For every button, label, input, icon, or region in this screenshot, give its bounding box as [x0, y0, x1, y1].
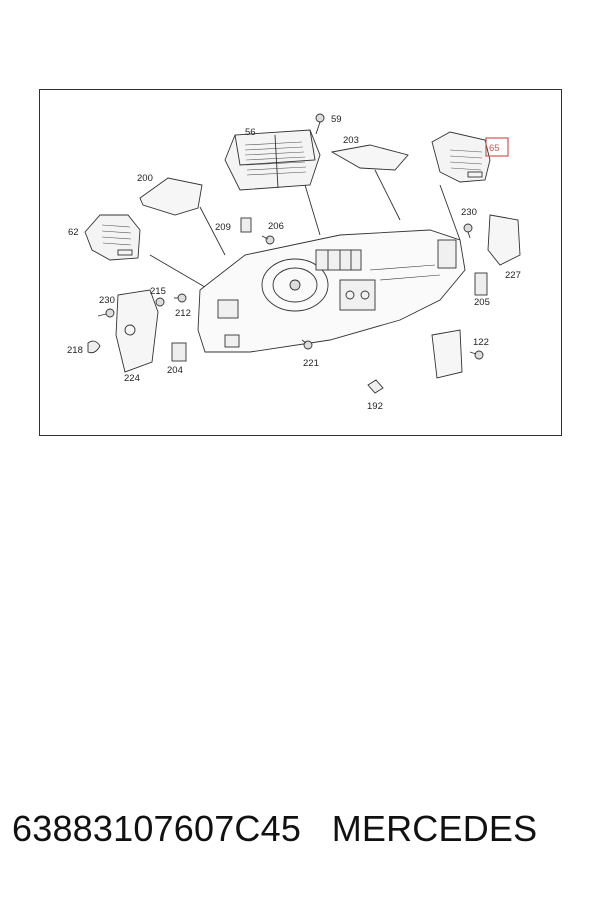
brand-name: MERCEDES	[331, 808, 538, 849]
bracket-227	[487, 214, 521, 266]
label-203: 203	[343, 135, 359, 146]
label-205: 205	[474, 297, 490, 308]
highlight-box-65	[485, 137, 509, 157]
leader-56b	[304, 184, 321, 236]
label-192: 192	[367, 401, 383, 412]
label-221: 221	[303, 358, 319, 369]
screw-221	[301, 339, 313, 350]
left-vent-62	[84, 214, 141, 261]
leader-62	[149, 254, 211, 291]
label-62: 62	[68, 227, 79, 238]
label-56: 56	[245, 127, 256, 138]
label-209: 209	[215, 222, 231, 233]
label-206: 206	[268, 221, 284, 232]
cover-203	[330, 144, 409, 171]
screw-212	[174, 293, 187, 303]
label-65: 65	[489, 143, 500, 154]
cap-218	[87, 340, 101, 354]
leader-65	[439, 184, 461, 241]
panel-224	[115, 289, 159, 373]
part-number: 63883107607C45	[12, 808, 302, 849]
screw-59	[315, 113, 325, 135]
parts-diagram: 59 56 203 65 200 230 62 209 206 227 215 …	[39, 89, 562, 436]
right-vent-65	[431, 131, 491, 183]
leader-203	[374, 169, 401, 221]
screw-230-right	[463, 223, 473, 239]
switch-204	[171, 342, 187, 362]
screw-122	[469, 350, 484, 360]
footer-caption: 63883107607C45 MERCEDES	[12, 808, 537, 850]
leader-200	[199, 206, 226, 256]
label-200: 200	[137, 173, 153, 184]
clip-209	[240, 217, 252, 233]
label-59: 59	[331, 114, 342, 125]
bulb-192	[367, 379, 384, 394]
label-218: 218	[67, 345, 83, 356]
center-vent-56	[224, 129, 321, 191]
label-224: 224	[124, 373, 140, 384]
label-212: 212	[175, 308, 191, 319]
dashboard	[197, 229, 466, 353]
label-204: 204	[167, 365, 183, 376]
label-230-left: 230	[99, 295, 115, 306]
screw-206	[261, 235, 275, 245]
tray-200	[139, 177, 203, 216]
dashboard-exploded-view: 59 56 203 65 200 230 62 209 206 227 215 …	[67, 113, 521, 412]
label-215: 215	[150, 286, 166, 297]
control-unit-122	[431, 329, 463, 379]
label-122: 122	[473, 337, 489, 348]
label-227: 227	[505, 270, 521, 281]
switch-205	[474, 272, 488, 296]
screw-230-left	[97, 308, 115, 318]
washer-215	[155, 297, 165, 307]
label-230-right: 230	[461, 207, 477, 218]
